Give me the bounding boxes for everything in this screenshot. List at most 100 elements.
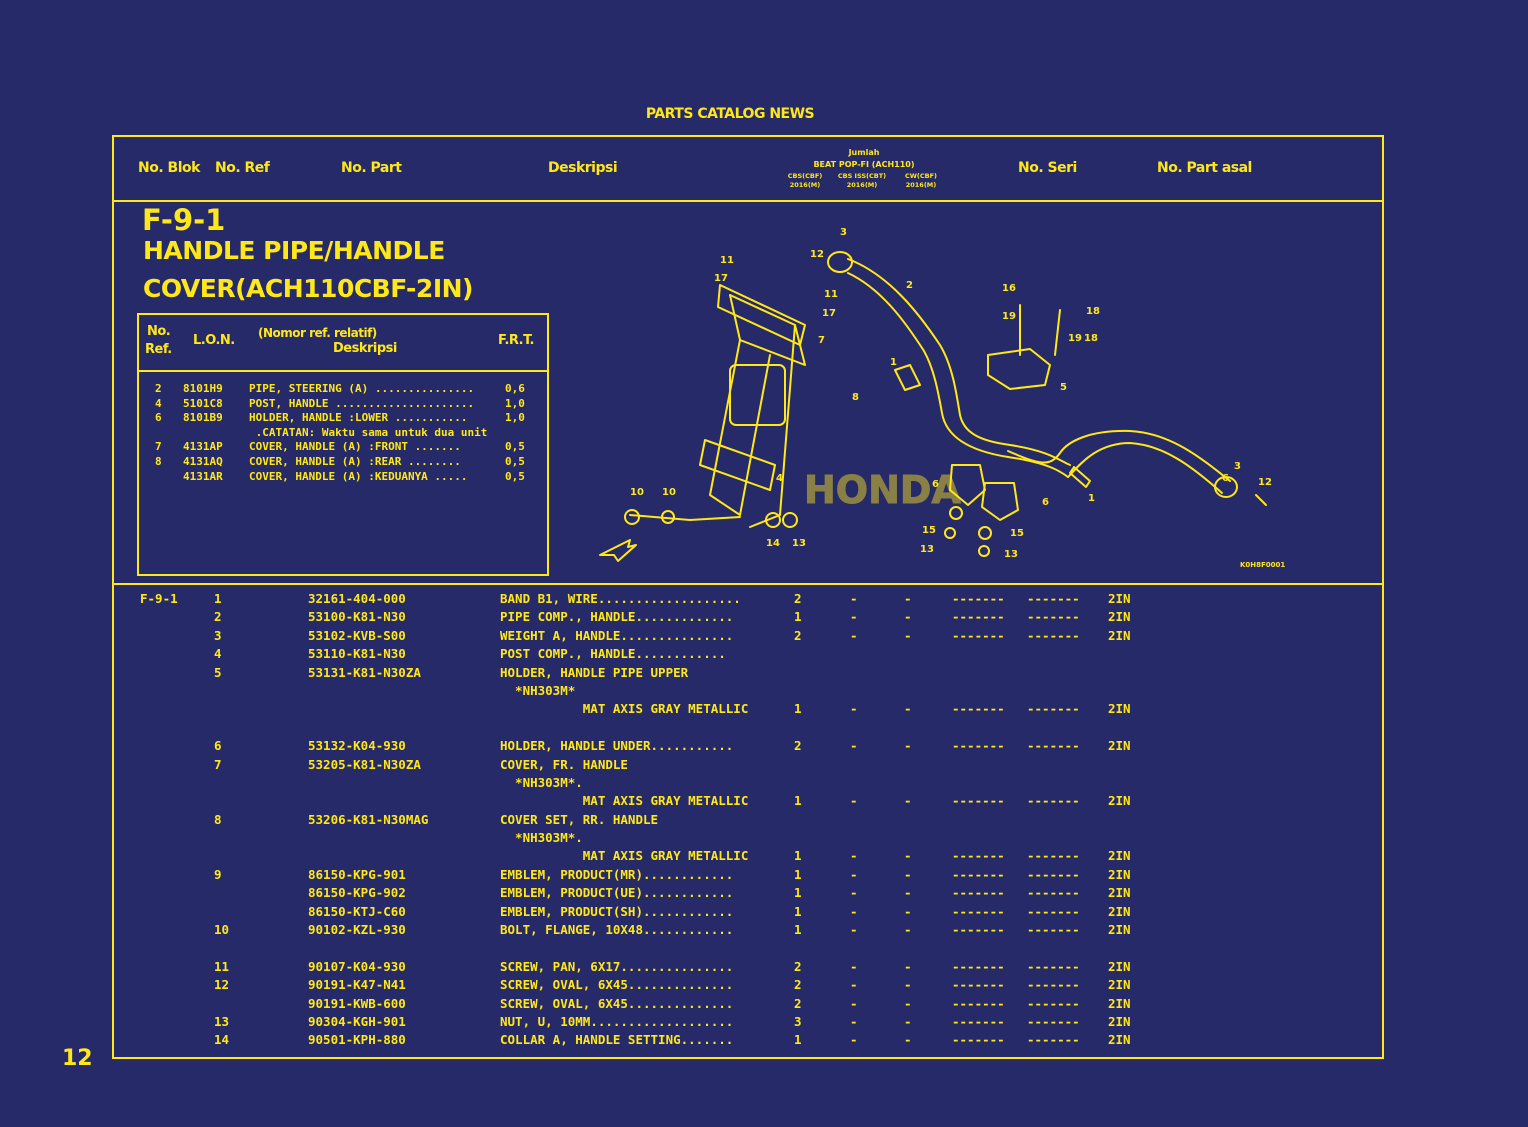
lon-frt: 0,5: [505, 454, 525, 468]
section-id: F-9-1: [142, 203, 226, 237]
part-seri-to: -------: [1027, 885, 1080, 901]
part-number: 90304-KGH-901: [308, 1013, 406, 1029]
lon-head-frt: F.R.T.: [498, 333, 534, 348]
part-qty-3: -: [904, 977, 912, 993]
col-head-blok: No. Blok: [138, 160, 200, 176]
lon-head-ref: Ref.: [145, 342, 172, 357]
part-qty-1: 1: [794, 609, 802, 625]
col-head-asal: No. Part asal: [1157, 160, 1252, 176]
part-ref: 6: [214, 738, 222, 754]
part-qty-1: 3: [794, 1013, 802, 1029]
lon-ref: 4: [155, 396, 162, 410]
part-seri-from: -------: [952, 1032, 1005, 1048]
callout-3: 3: [1234, 461, 1241, 472]
part-seri-from: -------: [952, 848, 1005, 864]
part-seri-from: -------: [952, 903, 1005, 919]
part-qty-2: -: [850, 1032, 858, 1048]
callout-17: 17: [714, 273, 728, 284]
part-desc: MAT AXIS GRAY METALLIC: [500, 701, 749, 717]
part-ref: 9: [214, 866, 222, 882]
part-desc: POST COMP., HANDLE............: [500, 646, 726, 662]
lon-table-divider: [137, 370, 549, 372]
lon-code: 8101H9: [183, 382, 223, 395]
part-qty-3: -: [904, 922, 912, 938]
part-number: 86150-KTJ-C60: [308, 903, 406, 919]
col-head-desc: Deskripsi: [548, 160, 618, 176]
part-seri-to: -------: [1027, 1032, 1080, 1048]
part-seri-from: -------: [952, 866, 1005, 882]
callout-18: 18: [1084, 333, 1098, 344]
part-seri-from: -------: [952, 793, 1005, 809]
callout-15: 15: [1010, 528, 1024, 539]
col-head-variant-2: CBS ISS(CBT) 2016(M): [837, 172, 887, 189]
part-qty-1: 1: [794, 848, 802, 864]
col-head-model: BEAT POP-FI (ACH110): [813, 160, 915, 169]
callout-15: 15: [922, 525, 936, 536]
part-asal: 2IN: [1108, 793, 1131, 809]
part-ref: 2: [214, 609, 222, 625]
lon-code: 4131AQ: [183, 454, 223, 468]
lon-ref: 7: [155, 440, 162, 454]
part-number: 53110-K81-N30: [308, 646, 406, 662]
part-qty-3: -: [904, 1032, 912, 1048]
part-seri-to: -------: [1027, 903, 1080, 919]
section-title-line1: HANDLE PIPE/HANDLE: [143, 236, 445, 265]
part-qty-1: 2: [794, 995, 802, 1011]
part-qty-3: -: [904, 885, 912, 901]
part-number: 53132-K04-930: [308, 738, 406, 754]
part-desc: SCREW, OVAL, 6X45..............: [500, 995, 734, 1011]
part-qty-3: -: [904, 609, 912, 625]
part-desc: MAT AXIS GRAY METALLIC: [500, 793, 749, 809]
part-desc: BAND B1, WIRE...................: [500, 591, 741, 606]
part-seri-to: -------: [1027, 958, 1080, 974]
callout-10: 10: [630, 487, 644, 498]
catalog-title: PARTS CATALOG NEWS: [645, 106, 815, 122]
part-desc: BOLT, FLANGE, 10X48............: [500, 922, 734, 938]
col-head-variant-1: CBS(CBF) 2016(M): [787, 172, 823, 189]
header-divider: [112, 200, 1384, 202]
part-desc: WEIGHT A, HANDLE...............: [500, 627, 734, 643]
part-asal: 2IN: [1108, 885, 1131, 901]
part-ref: 4: [214, 646, 222, 662]
part-qty-1: 1: [794, 866, 802, 882]
parts-row: *NH303M*.: [112, 829, 1384, 847]
part-seri-to: -------: [1027, 1013, 1080, 1029]
part-seri-to: -------: [1027, 609, 1080, 625]
part-desc: *NH303M*.: [500, 830, 583, 846]
callout-13: 13: [920, 544, 934, 555]
part-qty-2: -: [850, 995, 858, 1011]
part-ref: 12: [214, 977, 230, 993]
part-number: 53100-K81-N30: [308, 609, 406, 625]
callout-19: 19: [1002, 311, 1016, 322]
part-seri-from: -------: [952, 958, 1005, 974]
lon-head-desc: Deskripsi: [333, 341, 397, 356]
part-desc: PIPE COMP., HANDLE.............: [500, 609, 734, 625]
lon-head-nomor: (Nomor ref. relatif): [258, 326, 377, 340]
part-qty-2: -: [850, 903, 858, 919]
col-head-part: No. Part: [341, 160, 402, 176]
lon-head-lon: L.O.N.: [193, 333, 235, 348]
part-asal: 2IN: [1108, 738, 1131, 754]
part-number: 53102-KVB-S00: [308, 627, 406, 643]
callout-5: 5: [1060, 382, 1067, 393]
part-ref: 8: [214, 811, 222, 827]
lon-code: 8101B9: [183, 411, 223, 425]
part-desc: HOLDER, HANDLE UNDER...........: [500, 738, 734, 754]
part-ref: 11: [214, 958, 230, 974]
lon-row: .CATATAN: Waktu sama untuk dua unit: [137, 426, 549, 441]
lon-ref: 6: [155, 411, 162, 425]
part-seri-to: -------: [1027, 866, 1080, 882]
part-seri-to: -------: [1027, 591, 1080, 606]
part-asal: 2IN: [1108, 609, 1131, 625]
col-head-ref: No. Ref: [215, 160, 270, 176]
section-divider: [112, 583, 1384, 585]
